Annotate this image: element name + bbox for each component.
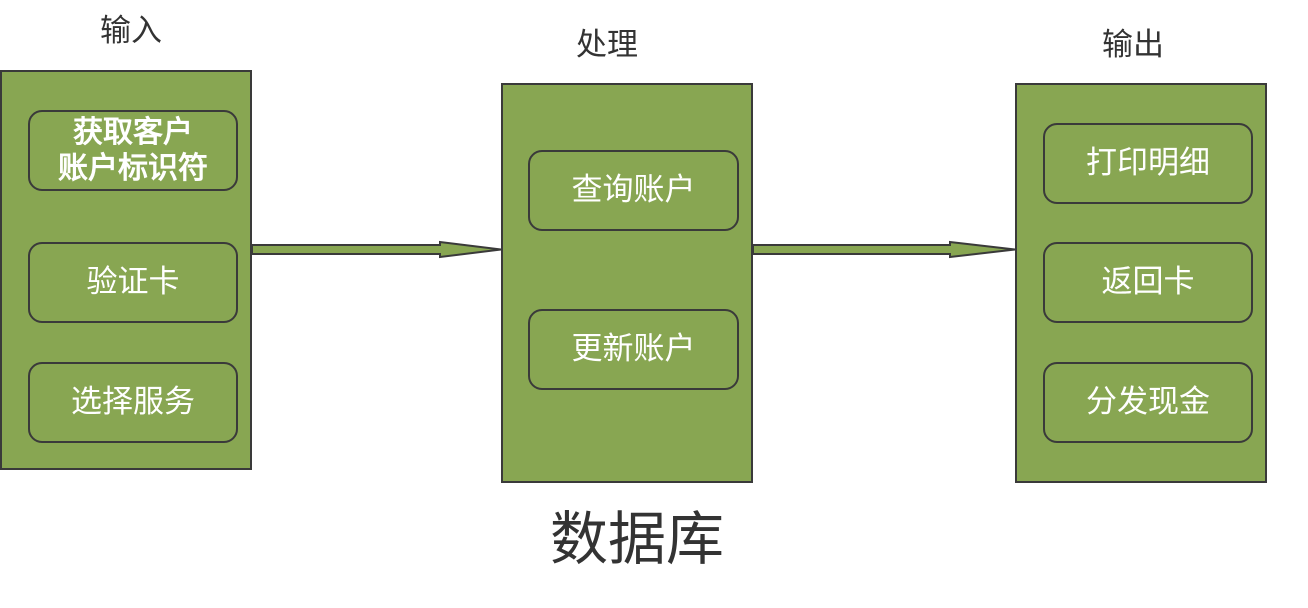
step-label: 更新账户 [571, 330, 696, 367]
step-print-details: 打印明细 [1043, 123, 1253, 204]
step-query-account: 查询账户 [528, 150, 739, 231]
step-label: 查询账户 [571, 171, 696, 208]
step-line: 账户标识符 [58, 150, 208, 186]
database-label: 数据库 [550, 505, 725, 573]
step-get-customer-account-id: 获取客户 账户标识符 [28, 110, 238, 191]
column-title-process: 处理 [576, 27, 638, 63]
step-label: 验证卡 [86, 263, 180, 300]
process-panel [501, 83, 753, 483]
step-select-service: 选择服务 [28, 362, 238, 443]
column-title-output: 输出 [1102, 27, 1164, 63]
step-line: 获取客户 [73, 114, 193, 150]
step-label: 分发现金 [1086, 383, 1210, 420]
step-dispense-cash: 分发现金 [1043, 362, 1253, 443]
step-verify-card: 验证卡 [28, 242, 238, 323]
input-panel [0, 70, 252, 470]
column-title-input: 输入 [100, 13, 162, 49]
step-label: 打印明细 [1086, 144, 1210, 181]
step-update-account: 更新账户 [528, 309, 739, 390]
arrow-process-to-output [752, 240, 1016, 259]
step-label: 选择服务 [71, 383, 195, 420]
arrow-input-to-process [251, 240, 502, 259]
step-return-card: 返回卡 [1043, 242, 1253, 323]
output-panel [1015, 83, 1267, 483]
step-label: 返回卡 [1101, 263, 1195, 300]
